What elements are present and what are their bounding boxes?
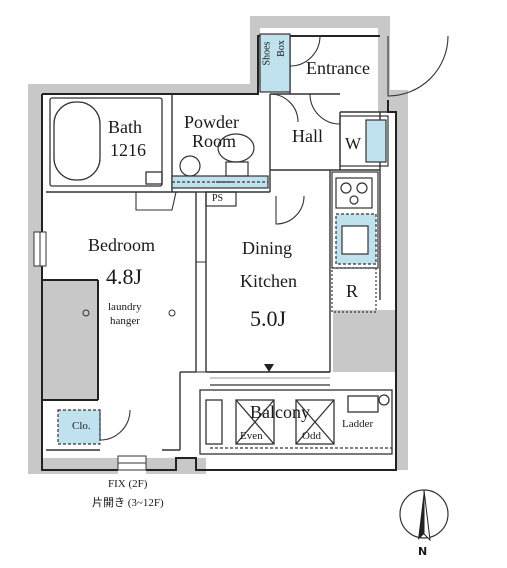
bath-label: Bath — [108, 117, 142, 137]
balcony-odd-label: Odd — [302, 430, 321, 442]
shoes-box — [259, 33, 291, 93]
doors — [99, 35, 449, 441]
bedroom-area: 4.8J — [106, 264, 143, 289]
window-note-line2: 片開き (3~12F) — [92, 497, 164, 509]
kitchen-counter — [331, 171, 379, 313]
closet-label: Clo. — [72, 420, 91, 432]
bedroom-label: Bedroom — [88, 235, 155, 255]
pipe-space — [205, 191, 237, 207]
powder-room-label-2: Room — [192, 131, 237, 151]
north-compass-icon — [399, 489, 449, 542]
windows — [33, 231, 207, 471]
ladder-label: Ladder — [342, 418, 374, 430]
entrance-label: Entrance — [306, 58, 370, 78]
washer-space — [339, 115, 389, 167]
walls — [41, 35, 397, 471]
dining-kitchen-area: 5.0J — [250, 306, 287, 331]
washer-label: W — [345, 134, 362, 153]
dining-label: Dining — [242, 238, 293, 258]
window-note-line1: FIX (2F) — [108, 478, 148, 490]
laundry-hanger-label-2: hanger — [110, 315, 140, 327]
balcony-even-label: Even — [240, 430, 263, 442]
shoes-box-label-1: Shoes — [261, 41, 273, 66]
hall-label: Hall — [292, 126, 323, 146]
balcony-outline — [199, 371, 393, 455]
refrigerator-label: R — [346, 281, 359, 301]
closet — [57, 409, 101, 445]
balcony-label: Balcony — [250, 402, 310, 422]
powder-room-fixtures — [171, 133, 269, 189]
bath-size: 1216 — [110, 140, 146, 160]
bathtub — [49, 97, 163, 187]
kitchen-label: Kitchen — [240, 271, 297, 291]
powder-room-label-1: Powder — [184, 112, 239, 132]
laundry-hanger-label-1: laundry — [108, 301, 142, 313]
laundry-hanger-marks — [82, 309, 176, 317]
pipe-space-label: PS — [212, 193, 224, 204]
compass-north-label: N — [418, 545, 428, 558]
entry-arrow-icon — [264, 364, 274, 372]
shoes-box-label-2: Box — [275, 40, 287, 57]
